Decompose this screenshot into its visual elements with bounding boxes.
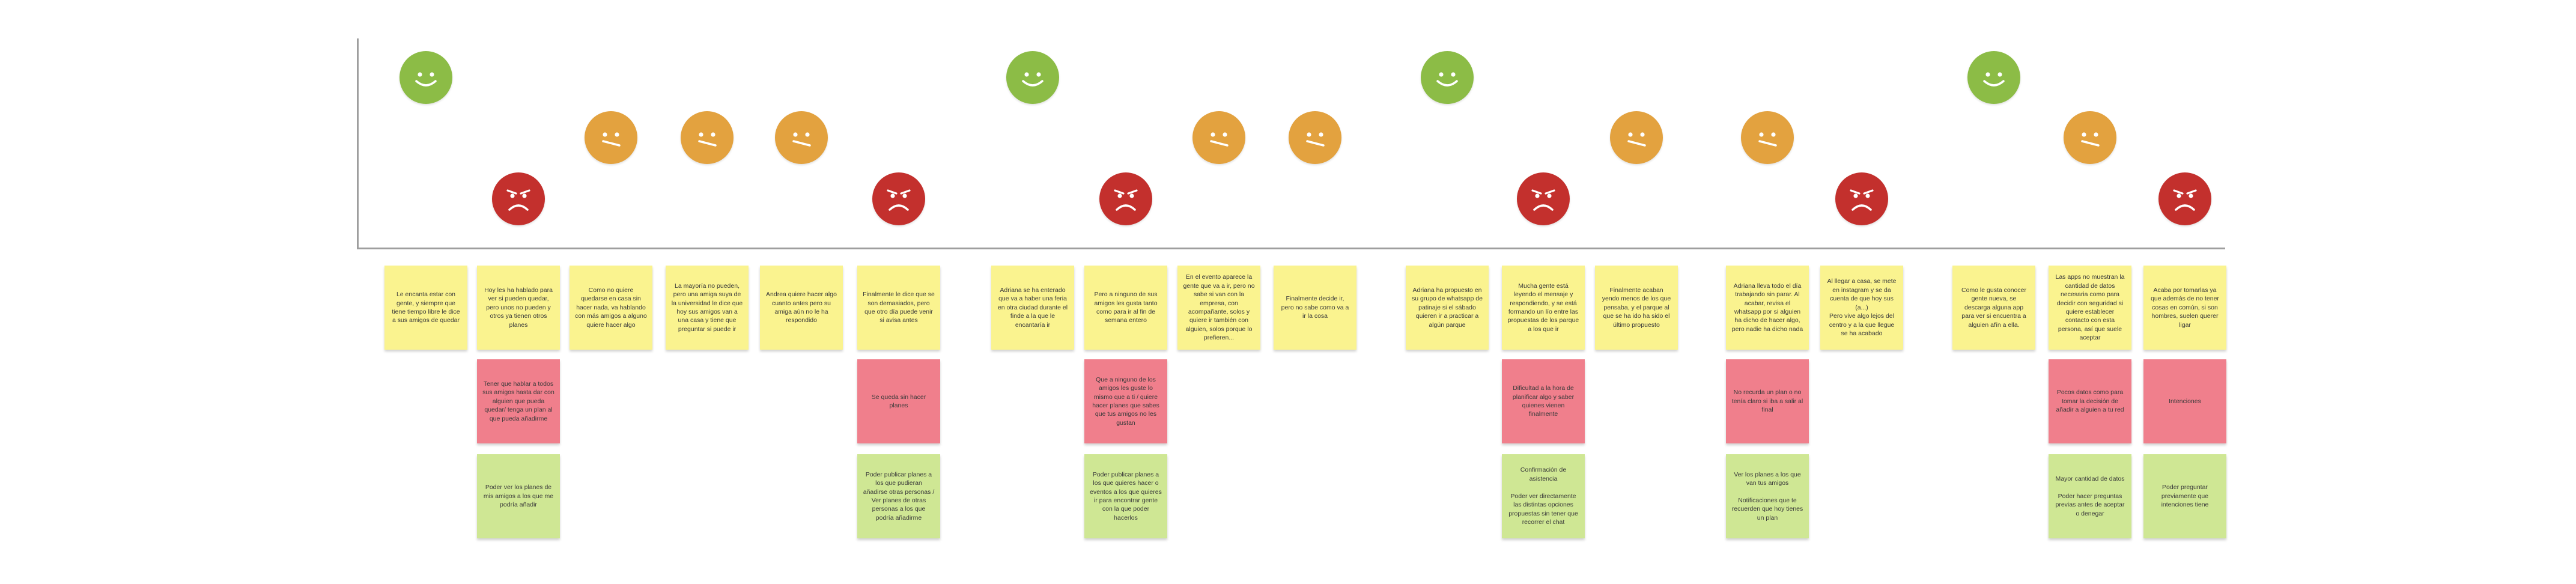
step-note: Le encanta estar con gente, y siempre qu… [384,266,467,350]
happy-face-icon [399,51,452,104]
step-note: Las apps no muestran la cantidad de dato… [2049,266,2131,350]
pain-point-note: Intenciones [2143,359,2226,443]
neutral-face-icon [1741,111,1794,164]
opportunity-note: Poder publicar planes a los que quieres … [1084,454,1167,538]
happy-face-icon [1967,51,2020,104]
sad-face-icon [872,172,925,225]
step-note: Finalmente le dice que se son demasiados… [857,266,940,350]
step-note: Pero a ninguno de sus amigos les gusta t… [1084,266,1167,350]
sad-face-icon [2158,172,2211,225]
neutral-face-icon [585,111,637,164]
neutral-face-icon [1610,111,1663,164]
opportunity-note: Mayor cantidad de datos Poder hacer preg… [2049,454,2131,538]
step-note: Como le gusta conocer gente nueva, se de… [1952,266,2035,350]
step-note: En el evento aparece la gente que va a i… [1177,266,1260,350]
sad-face-icon [1835,172,1888,225]
neutral-face-icon [2064,111,2116,164]
neutral-face-icon [775,111,828,164]
neutral-face-icon [1192,111,1245,164]
pain-point-note: Pocos datos como para tomar la decisión … [2049,359,2131,443]
pain-point-note: No recurda un plan o no tenía claro si i… [1726,359,1809,443]
step-note: Adriana ha propuesto en su grupo de what… [1406,266,1489,350]
pain-point-note: Que a ninguno de los amigos les guste lo… [1084,359,1167,443]
opportunity-note: Ver los planes a los que van tus amigos … [1726,454,1809,538]
pain-point-note: Dificultad a la hora de planificar algo … [1502,359,1585,443]
step-note: La mayoría no pueden, pero una amiga suy… [666,266,749,350]
step-note: Finalmente decide ir, pero no sabe como … [1274,266,1356,350]
pain-point-note: Se queda sin hacer planes [857,359,940,443]
happy-face-icon [1006,51,1059,104]
timeline-axis [357,248,2225,249]
step-note: Andrea quiere hacer algo cuanto antes pe… [760,266,843,350]
step-note: Como no quiere quedarse en casa sin hace… [570,266,652,350]
step-note: Acaba por tomarlas ya que además de no t… [2143,266,2226,350]
opportunity-note: Confirmación de asistencia Poder ver dir… [1502,454,1585,538]
opportunity-note: Poder ver los planes de mis amigos a los… [477,454,560,538]
happy-face-icon [1421,51,1474,104]
opportunity-note: Poder preguntar previamente que intencio… [2143,454,2226,538]
step-note: Mucha gente está leyendo el mensaje y re… [1502,266,1585,350]
step-note: Adriana lleva todo el día trabajando sin… [1726,266,1809,350]
neutral-face-icon [681,111,734,164]
sad-face-icon [1517,172,1570,225]
sad-face-icon [492,172,545,225]
pain-point-note: Tener que hablar a todos sus amigos hast… [477,359,560,443]
opportunity-note: Poder publicar planes a los que pudieran… [857,454,940,538]
step-note: Finalmente acaban yendo menos de los que… [1595,266,1678,350]
step-note: Al llegar a casa, se mete en instagram y… [1820,266,1903,350]
sad-face-icon [1099,172,1152,225]
emotion-axis [357,38,359,249]
step-note: Hoy les ha hablado para ver si pueden qu… [477,266,560,350]
step-note: Adriana se ha enterado que va a haber un… [991,266,1074,350]
neutral-face-icon [1289,111,1341,164]
